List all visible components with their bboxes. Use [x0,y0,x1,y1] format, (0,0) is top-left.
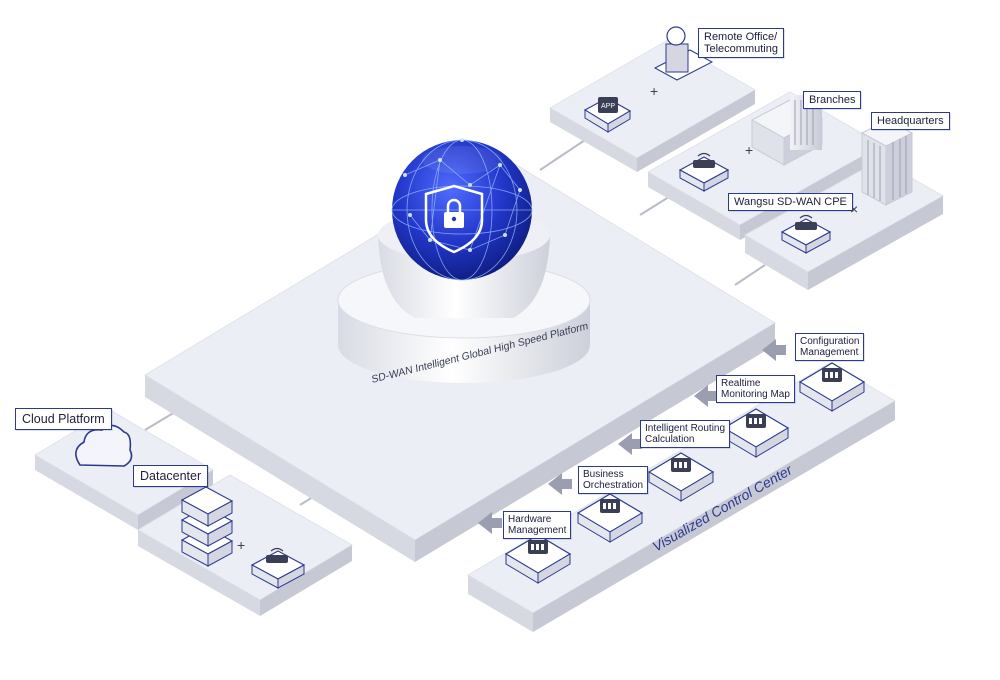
headquarters-label: Headquarters [871,112,950,130]
orchestration-icon [600,499,620,513]
tower-icon [862,120,912,205]
module-label-routing: Intelligent Routing Calculation [640,420,730,448]
hardware-icon [528,540,548,554]
server-icon [182,487,232,566]
link-remote-office [540,140,585,170]
datacenter-label: Datacenter [133,465,208,487]
module-label-monitoring: Realtime Monitoring Map [716,375,795,403]
configuration-icon [822,368,842,382]
module-label-hardware: Hardware Management [503,511,571,539]
globe-icon [392,138,532,280]
module-label-configuration: Configuration Management [795,333,864,361]
svg-text:APP: APP [601,103,615,110]
link-cloud [145,412,175,430]
plus-sign: + [650,83,658,99]
remote-office-label: Remote Office/ Telecommuting [698,28,784,58]
map-icon [746,414,766,428]
branches-label: Branches [803,91,861,109]
link-headquarters [735,265,765,285]
plus-sign: + [237,537,245,553]
cpe-label: Wangsu SD-WAN CPE [728,193,853,211]
cloud-platform-label: Cloud Platform [15,408,112,430]
module-label-business: Business Orchestration [578,466,648,494]
routing-icon [671,458,691,472]
